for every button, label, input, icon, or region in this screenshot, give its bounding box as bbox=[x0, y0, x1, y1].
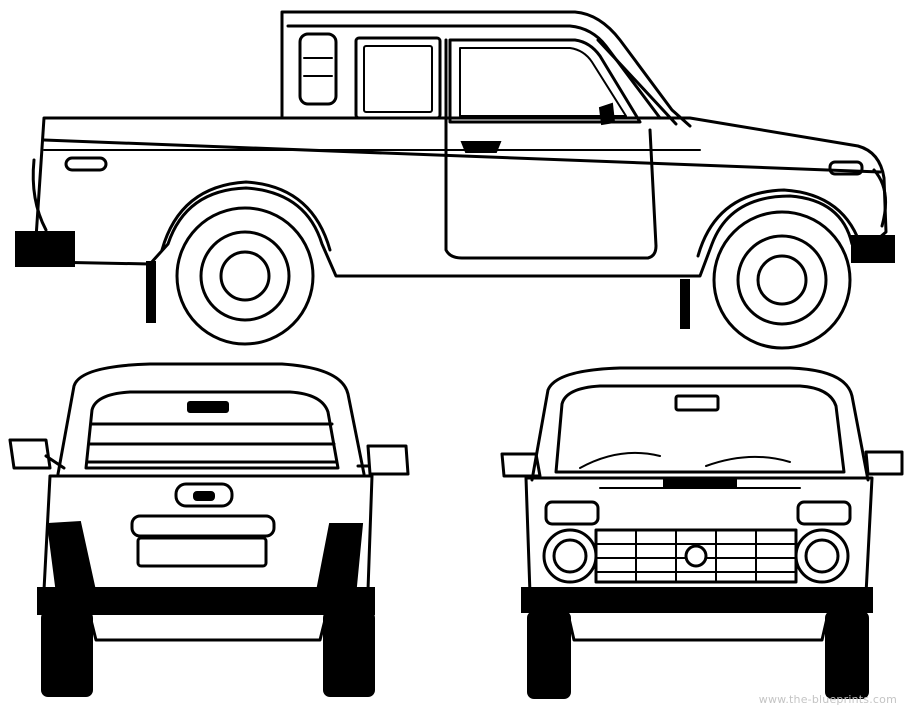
front-door-window bbox=[448, 38, 642, 124]
rear-left-mirror bbox=[8, 438, 66, 470]
rearview-mirror bbox=[674, 394, 720, 412]
rear-quarter-window bbox=[298, 32, 338, 106]
windshield bbox=[554, 384, 846, 474]
watermark-text: www.the-blueprints.com bbox=[758, 693, 897, 706]
hood-badge bbox=[663, 479, 737, 487]
roof-inner-line bbox=[286, 24, 662, 120]
door-handle bbox=[460, 141, 502, 153]
front-left-mirror bbox=[500, 452, 542, 478]
cab-outline bbox=[280, 10, 692, 128]
front-mudflap bbox=[680, 279, 690, 329]
side-mirror bbox=[598, 102, 616, 126]
side-marker-rear bbox=[64, 156, 108, 172]
tailgate-handle bbox=[174, 482, 234, 508]
grille-emblem bbox=[684, 544, 708, 568]
left-headlight bbox=[542, 528, 598, 584]
side-view bbox=[15, 10, 895, 350]
side-marker-front bbox=[828, 160, 864, 176]
front-wheel bbox=[712, 210, 852, 350]
front-view-left-wheel bbox=[527, 611, 571, 699]
front-right-mirror bbox=[864, 450, 904, 476]
rear-left-taillight bbox=[46, 520, 96, 587]
rear-bumper bbox=[15, 231, 75, 267]
rear-window bbox=[84, 390, 340, 470]
front-bumper bbox=[851, 235, 895, 263]
front-view bbox=[500, 366, 904, 699]
rear-view-left-wheel bbox=[41, 611, 93, 697]
rear-right-taillight bbox=[316, 523, 364, 587]
rear-view-right-wheel bbox=[323, 611, 375, 697]
wiper-right bbox=[705, 455, 791, 467]
license-plate bbox=[136, 536, 268, 568]
front-body-outline bbox=[524, 476, 874, 596]
front-door-outline bbox=[444, 120, 658, 260]
right-headlight bbox=[794, 528, 850, 584]
right-turn-signal bbox=[796, 500, 852, 526]
front-roof-outline bbox=[530, 366, 870, 482]
front-view-right-wheel bbox=[825, 611, 869, 699]
rear-right-mirror bbox=[356, 444, 410, 476]
left-turn-signal bbox=[544, 500, 600, 526]
rear-roof-outline bbox=[56, 362, 366, 476]
rear-door-window bbox=[354, 36, 442, 120]
wiper-left bbox=[579, 451, 661, 469]
front-view-bumper bbox=[521, 587, 873, 613]
rear-wheel bbox=[175, 206, 315, 346]
plate-light-bar bbox=[130, 514, 276, 538]
rear-view-bumper bbox=[37, 587, 375, 615]
rear-mudflap bbox=[146, 261, 156, 323]
rear-third-brakelight bbox=[187, 401, 229, 413]
rear-view bbox=[8, 362, 410, 697]
